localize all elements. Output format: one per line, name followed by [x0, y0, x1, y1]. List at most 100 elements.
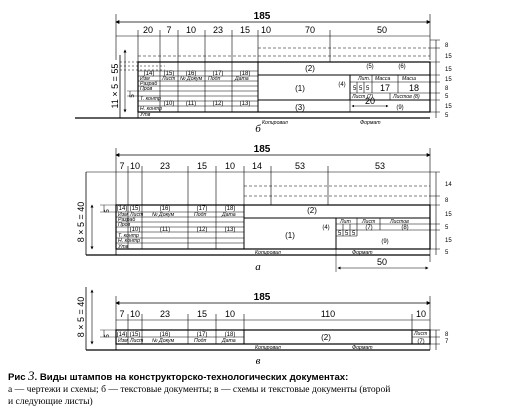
stamp-a-field-1: (1) [285, 231, 295, 240]
caption-fig-number: 3 [28, 368, 35, 383]
stamp-b-right-dim: 5 [445, 113, 449, 119]
stamp-b-right-head: Масш [402, 76, 417, 82]
stamp-v-footer: Копировал [255, 345, 281, 351]
caption-fig-prefix: Рис [8, 372, 26, 383]
stamp-b-row: Пров [140, 86, 153, 92]
stamp-v [85, 287, 440, 351]
stamp-v-text: 185 7 10 23 15 10 110 10 8 × 5 = 40 5 8 … [76, 292, 449, 367]
stamp-a-overall: 185 [254, 144, 271, 155]
stamp-a-dim: 53 [295, 161, 305, 171]
stamp-b-row: Утв [140, 112, 151, 118]
stamp-a-sub-dim: 5 [338, 231, 342, 237]
stamp-b-label: б [255, 123, 261, 135]
stamp-a-right-dim: 15 [445, 238, 452, 244]
stamp-b-right-dim: 15 [445, 104, 452, 110]
stamp-b-bottom: Лист (7) [351, 94, 373, 100]
stamp-a-header: Изм [118, 212, 128, 218]
stamp-a-right-dim: 15 [445, 212, 452, 218]
stamp-b-dim: 20 [143, 25, 153, 35]
stamp-b-text: 185 20 7 10 23 15 10 70 50 11 × 5 = 55 5… [110, 11, 452, 135]
stamp-b-left-small: 5 [130, 94, 136, 98]
stamp-b-dim: 7 [166, 25, 171, 35]
stamp-v-header: Подп [194, 338, 207, 344]
stamp-b-field-1: (1) [295, 84, 305, 93]
stamp-b-right-dim: 15 [445, 54, 452, 60]
stamp-b-frame [137, 61, 431, 113]
stamp-a-footer: Копировал [255, 250, 281, 256]
stamp-a-field-9: (9) [381, 239, 388, 245]
stamp-a-footer: Формат [352, 250, 373, 256]
stamp-b-row: Разраб [140, 81, 158, 87]
stamp-b-dim: 15 [240, 25, 250, 35]
stamp-b-row: Н. контр [140, 106, 162, 112]
stamp-a-left-small: 5 [105, 209, 111, 213]
caption-title: . Виды штампов на конструкторско-техноло… [34, 372, 349, 383]
stamp-b-field-6: (6) [398, 64, 405, 70]
stamp-a-cell: (14) [117, 206, 128, 212]
stamp-a-sub-dim: 5 [352, 231, 356, 237]
stamp-v-cell: (18) [225, 332, 236, 338]
stamp-a-dim: 7 [119, 161, 124, 171]
stamp-b-header: № Докум [180, 76, 203, 82]
stamp-a-text: 185 7 10 23 15 10 14 53 53 8 × 5 = 40 5 … [76, 144, 452, 273]
stamp-v-sheet-num: (7) [417, 339, 424, 345]
stamp-b-field-3: (3) [295, 103, 305, 112]
stamp-v-header: № Докум [152, 338, 175, 344]
stamp-v-dim: 23 [160, 309, 170, 319]
stamp-b-rownum: (12) [213, 101, 224, 107]
stamp-v-left-small: 5 [105, 334, 111, 338]
stamp-a-label: а [255, 261, 261, 273]
stamp-b-cell: (14) [144, 71, 155, 77]
stamp-b-rownum: (11) [186, 101, 196, 107]
stamp-a-sub-dim: 5 [345, 231, 349, 237]
stamp-b [75, 14, 440, 119]
stamp-v-cell: (14) [117, 332, 128, 338]
stamp-b-sub-dim: 5 [366, 86, 370, 92]
stamp-b-cell: (18) [240, 71, 251, 77]
stamp-a-right-head: Листов [389, 219, 409, 225]
stamp-v-cell: (15) [130, 332, 141, 338]
stamp-b-sub-dim: 18 [409, 83, 419, 93]
stamp-a-dim: 15 [197, 161, 207, 171]
stamp-a-dim: 14 [252, 161, 262, 171]
stamp-b-footer: Копировал [262, 120, 288, 126]
stamp-v-dim: 15 [197, 309, 207, 319]
stamp-b-dim: 23 [213, 25, 223, 35]
stamp-a-dim: 23 [160, 161, 170, 171]
stamp-v-overall: 185 [254, 292, 271, 303]
stamp-b-sub-dim: 5 [359, 86, 363, 92]
stamp-a-cell: (16) [160, 206, 171, 212]
stamp-a [85, 148, 440, 272]
stamp-a-right-head: Лит [339, 219, 351, 225]
stamp-a-row: Н. контр [118, 238, 140, 244]
stamp-a-row: Разраб [118, 217, 136, 223]
stamp-b-rownum: (13) [240, 101, 251, 107]
stamp-b-right-dim: 8 [445, 43, 449, 49]
stamp-v-header: Изм [118, 338, 128, 344]
figure-caption: Рис 3. Виды штампов на конструкторско-те… [8, 368, 508, 408]
stamp-v-dim: 10 [225, 309, 235, 319]
stamp-a-header: Дата [221, 212, 236, 218]
stamp-a-header: Лист [129, 212, 144, 218]
stamp-b-cell: (16) [186, 71, 197, 77]
stamp-b-bottom: Листов (8) [392, 94, 420, 100]
caption-title-line: Рис 3. Виды штампов на конструкторско-те… [8, 368, 508, 384]
stamp-v-dim: 110 [321, 309, 335, 319]
stamp-b-dim: 10 [261, 25, 271, 35]
stamp-v-label: в [256, 355, 261, 367]
stamp-b-right-dim: 15 [445, 67, 452, 73]
stamp-a-left-dim: 8 × 5 = 40 [76, 202, 86, 243]
stamp-a-rownum: (12) [197, 227, 208, 233]
stamp-v-right-dim: 8 [445, 332, 449, 338]
caption-line-2: и следующие листы) [8, 396, 93, 407]
stamp-b-field-4: (4) [338, 82, 345, 88]
stamp-b-row: Т. контр [140, 96, 161, 102]
stamp-a-dim: 10 [130, 161, 140, 171]
stamp-b-footer: Формат [360, 120, 381, 126]
stamp-b-rownum: (10) [164, 101, 175, 107]
stamp-a-right-dim: 8 [445, 198, 449, 204]
stamp-a-field-4: (4) [322, 225, 329, 231]
stamp-a-dim-50: 50 [377, 257, 387, 267]
stamp-b-right-dim: 8 [445, 86, 449, 92]
